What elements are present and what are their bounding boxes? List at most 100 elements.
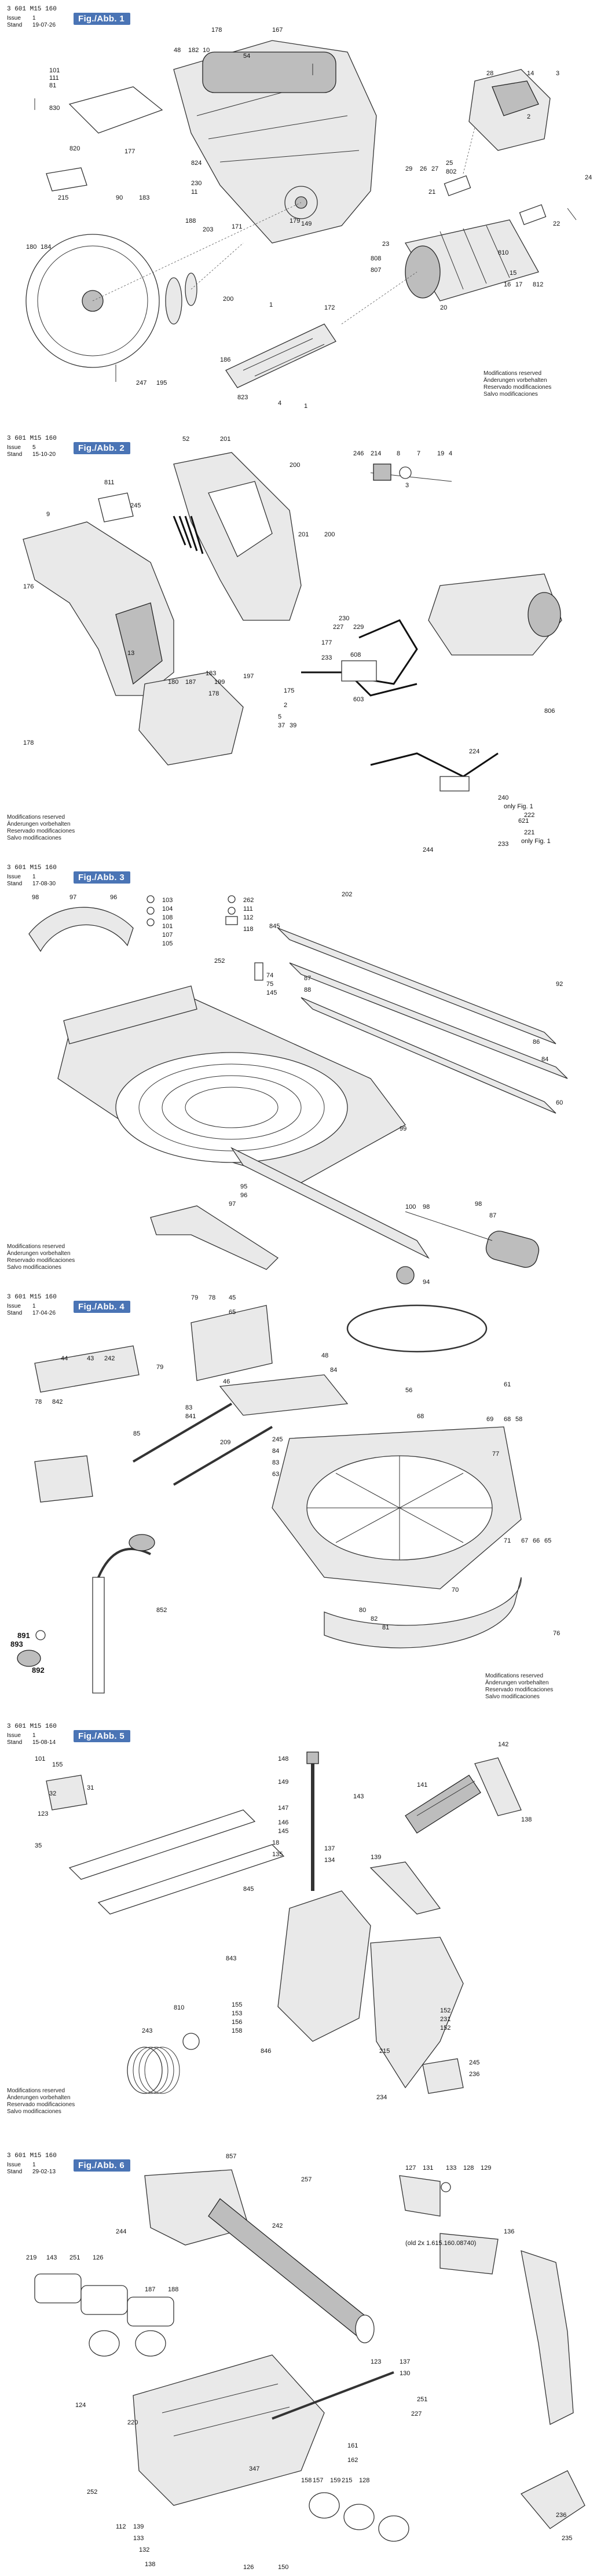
part-callout: 180 — [168, 679, 178, 686]
lock-lever — [474, 1757, 522, 1816]
gaskets — [34, 2273, 174, 2327]
part-callout: 21 — [428, 189, 435, 196]
part-callout: 143 — [46, 2254, 57, 2261]
part-callout: 230 — [191, 180, 202, 187]
part-callout: 27 — [431, 165, 438, 172]
part-callout: 159 — [330, 2477, 340, 2484]
part-callout: 857 — [226, 2153, 236, 2160]
part-labels: 857 257 242 244 219 143 251 126 187 188 … — [26, 2153, 572, 2571]
part-callout: 54 — [243, 53, 250, 60]
part-callout: 178 — [211, 27, 222, 34]
part-callout: 137 — [400, 2358, 410, 2365]
part-callout: 58 — [515, 1416, 522, 1423]
part-callout: 147 — [278, 1805, 288, 1812]
part-callout: 152 — [440, 2025, 450, 2032]
part-callout: 201 — [298, 531, 309, 538]
part-callout: 183 — [206, 670, 216, 677]
part-callout: 23 — [382, 241, 389, 248]
part-callout: 111 — [243, 906, 253, 912]
part-callout: 892 — [32, 1666, 45, 1675]
part-callout: 68 — [417, 1413, 424, 1420]
part-callout: 233 — [321, 654, 332, 661]
part-callout: 203 — [203, 226, 213, 233]
exploded-view-6: 857 257 242 244 219 143 251 126 187 188 … — [26, 2153, 585, 2571]
part-callout: 199 — [214, 679, 225, 686]
figure-badge: Fig./Abb. 3 — [74, 871, 130, 884]
part-number: 3 601 M15 160 — [7, 1723, 57, 1730]
fence-bevel-scale — [28, 907, 134, 952]
part-callout: 136 — [504, 2228, 514, 2235]
slide-rail-3 — [301, 997, 556, 1114]
fence-right — [191, 1305, 273, 1381]
part-callout: 201 — [220, 436, 230, 443]
part-callout: 70 — [452, 1587, 459, 1594]
part-callout: 176 — [23, 583, 34, 590]
part-callout: 98 — [475, 1201, 482, 1208]
part-callout: 820 — [69, 145, 80, 152]
part-callout: 188 — [168, 2286, 178, 2293]
part-callout: 11 — [191, 189, 197, 196]
spring-bracket — [68, 86, 163, 134]
part-callout: 107 — [162, 932, 173, 939]
part-callout: 104 — [162, 906, 173, 912]
part-callout: 184 — [41, 244, 51, 251]
part-callout: 66 — [533, 1537, 540, 1544]
part-callout: 56 — [405, 1387, 412, 1394]
part-callout: 219 — [26, 2254, 36, 2261]
part-callout: 215 — [342, 2477, 352, 2484]
armature — [225, 323, 336, 388]
part-callout: only Fig. 1 — [521, 838, 551, 845]
part-callout: 227 — [333, 624, 343, 631]
part-callout: 171 — [232, 223, 242, 230]
part-callout: 75 — [266, 981, 273, 988]
part-labels: 98 97 96 103 104 108 101 107 105 262 111… — [32, 891, 563, 1286]
part-callout: 79 — [191, 1294, 198, 1301]
part-callout: 61 — [504, 1381, 511, 1388]
part-number: 3 601 M15 160 — [7, 6, 57, 13]
part-callout: 222 — [524, 812, 534, 819]
part-callout: 152 — [440, 2007, 450, 2014]
part-callout: 823 — [237, 394, 248, 401]
part-callout: 233 — [498, 841, 508, 848]
part-callout: 37 — [278, 722, 285, 729]
part-callout: 15 — [510, 270, 517, 277]
part-callout: 10 — [203, 47, 210, 54]
part-callout: 46 — [223, 1378, 230, 1385]
part-callout: (old 2x 1.615.160.08740) — [405, 2240, 476, 2247]
part-callout: 132 — [139, 2546, 149, 2553]
part-callout: 124 — [75, 2402, 86, 2409]
part-callout: 186 — [220, 356, 230, 363]
part-callout: 846 — [261, 2048, 271, 2055]
part-callout: 138 — [521, 1816, 532, 1823]
part-callout: 845 — [243, 1886, 254, 1893]
part-callout: 65 — [544, 1537, 551, 1544]
part-callout: 149 — [278, 1779, 288, 1786]
part-callout: 158 — [301, 2477, 312, 2484]
part-callout: 26 — [420, 165, 427, 172]
figure-badge: Fig./Abb. 1 — [74, 13, 130, 25]
part-callout: 85 — [133, 1430, 140, 1437]
part-callout: 126 — [243, 2564, 254, 2571]
part-callout: 44 — [61, 1355, 68, 1362]
part-callout: 209 — [220, 1439, 230, 1446]
part-callout: 852 — [156, 1607, 167, 1614]
part-callout: 243 — [142, 2027, 152, 2034]
part-callout: 13 — [127, 650, 134, 657]
motor-cap — [428, 573, 562, 656]
fence-left — [34, 1345, 140, 1393]
part-callout: 608 — [350, 652, 361, 658]
part-callout: 179 — [290, 218, 300, 225]
part-callout: 16 — [504, 281, 511, 288]
part-callout: 1 — [269, 301, 273, 308]
part-callout: 247 — [136, 380, 146, 387]
part-callout: 100 — [405, 1204, 416, 1210]
exploded-view-5: 101 155 32 31 123 35 148 149 147 141 142… — [35, 1741, 532, 2101]
